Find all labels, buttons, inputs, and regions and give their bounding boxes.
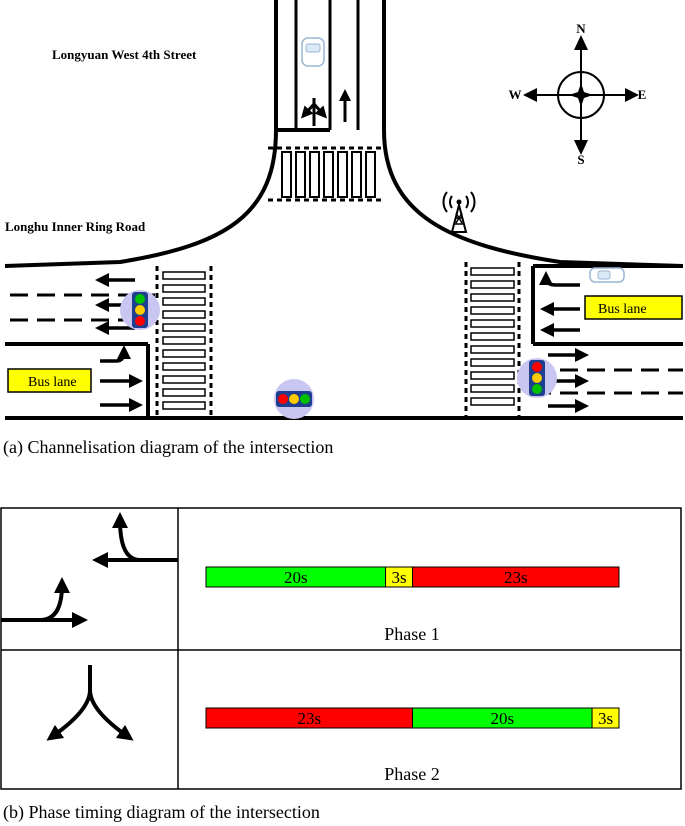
north-street-name: Longyuan West 4th Street: [52, 47, 197, 62]
timing-table-grid: [0, 507, 682, 790]
compass-label-n: N: [576, 21, 586, 36]
compass-label-s: S: [577, 152, 584, 167]
caption-b: (b) Phase timing diagram of the intersec…: [3, 802, 320, 823]
phase2-segment-label: 20s: [490, 709, 514, 728]
bus-lane-east-label: Bus lane: [598, 302, 647, 317]
compass-rose-icon: [523, 35, 639, 155]
phase2-segment-label: 23s: [297, 709, 321, 728]
car-icon-north: [301, 37, 325, 67]
compass-label-e: E: [638, 87, 647, 102]
stop-lines: [155, 146, 521, 418]
phase1-segment-label: 3s: [391, 568, 406, 587]
west-street-name: Longhu Inner Ring Road: [5, 219, 146, 234]
phase2-segment-label: 3s: [598, 709, 613, 728]
phase-bars: 20s 3s 23s 23s 20s 3s: [205, 566, 620, 729]
channelisation-diagram: N S E W Longyuan West 4th Street Longhu …: [3, 0, 684, 458]
bus-lane-east: Bus lane: [584, 295, 683, 320]
caption-a: (a) Channelisation diagram of the inters…: [3, 437, 333, 458]
antenna-tower-icon: [442, 191, 476, 233]
north-lane-arrows: [300, 89, 351, 126]
phase1-movement-icon: [1, 512, 178, 628]
zebra-north: [281, 151, 376, 198]
zebra-west: [162, 271, 206, 410]
phase2-label: Phase 2: [384, 764, 440, 784]
phase1-segment-label: 23s: [504, 568, 528, 587]
phase2-movement-icon: [46, 665, 134, 741]
phase-timing-diagram: 20s 3s 23s 23s 20s 3s Phase 1 Phase 2 (b) Pha…: [0, 507, 682, 823]
east-inbound-arrows: [539, 271, 580, 337]
north-lane-lines: [294, 0, 360, 130]
phase1-label: Phase 1: [384, 624, 440, 644]
road-edges: [4, 0, 684, 420]
bus-lane-west-label: Bus lane: [28, 375, 77, 390]
phase1-segment-label: 20s: [284, 568, 308, 587]
phase2-segment-yellow: [591, 707, 620, 729]
traffic-light-icon-west: [120, 290, 160, 330]
bus-lane-west: Bus lane: [7, 368, 92, 393]
traffic-light-icon-south: [274, 379, 314, 419]
zebra-east: [470, 267, 515, 406]
west-inbound-arrows: [100, 345, 143, 412]
phase1-segment-red: [412, 566, 620, 588]
compass-label-w: W: [509, 87, 522, 102]
traffic-light-icon-east: [517, 358, 557, 398]
car-icon-east: [589, 267, 625, 283]
